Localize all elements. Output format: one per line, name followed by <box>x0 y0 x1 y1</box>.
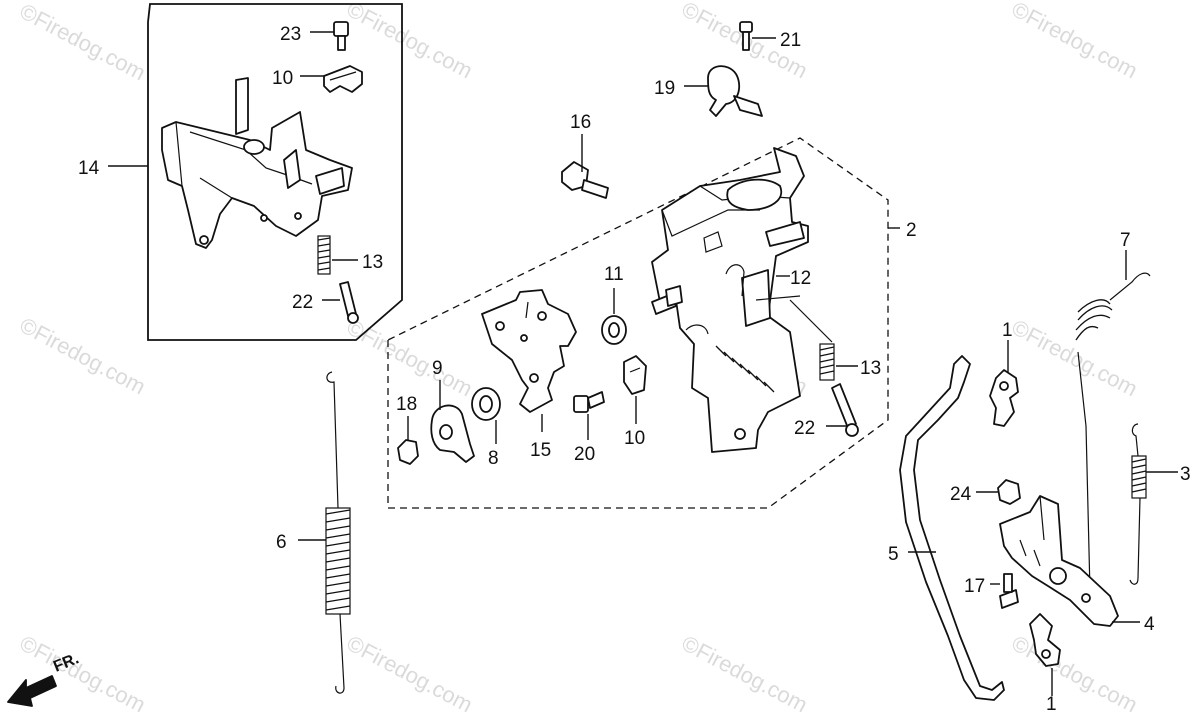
part-number-20[interactable]: 20 <box>574 444 595 465</box>
part-number-6[interactable]: 6 <box>276 532 287 553</box>
part-number-17[interactable]: 17 <box>964 576 985 597</box>
part-number-7[interactable]: 7 <box>1120 230 1131 251</box>
watermark: ©Firedog.com <box>678 630 812 712</box>
spring-13-left <box>317 235 331 275</box>
cam-9 <box>430 404 475 463</box>
part-number-21[interactable]: 21 <box>780 30 801 51</box>
part-number-9[interactable]: 9 <box>432 358 443 379</box>
part-number-5[interactable]: 5 <box>888 544 899 565</box>
watermark: ©Firedog.com <box>1008 0 1142 83</box>
bolt-17 <box>999 573 1019 609</box>
watermark: ©Firedog.com <box>343 630 477 712</box>
control-panel-2 <box>651 147 833 453</box>
joint-1-lower <box>1029 613 1061 667</box>
watermark: ©Firedog.com <box>1008 314 1142 401</box>
part-number-11[interactable]: 11 <box>604 264 624 285</box>
part-number-8[interactable]: 8 <box>488 448 499 469</box>
part-number-3[interactable]: 3 <box>1180 464 1191 485</box>
watermark: ©Firedog.com <box>16 312 150 399</box>
nut-24 <box>997 479 1021 505</box>
part-labels: 23 10 14 13 22 19 21 16 2 12 11 13 22 9 … <box>78 24 1191 712</box>
leader-lines <box>108 31 1178 696</box>
part-number-4[interactable]: 4 <box>1144 614 1155 635</box>
bolt-22-right <box>831 383 859 437</box>
rod-5 <box>899 355 1005 701</box>
part-number-10[interactable]: 10 <box>624 428 645 449</box>
part-number-23[interactable]: 23 <box>280 24 301 45</box>
watermark: ©Firedog.com <box>1008 630 1142 712</box>
nut-18 <box>397 439 419 465</box>
clip-10-panel <box>623 355 647 395</box>
part-number-12[interactable]: 12 <box>790 268 811 289</box>
bolt-23 <box>333 21 349 51</box>
clip-10-top <box>323 65 363 93</box>
washer-11 <box>601 315 627 345</box>
watermark: ©Firedog.com <box>16 0 150 85</box>
part-number-2[interactable]: 2 <box>906 220 917 241</box>
part-number-19[interactable]: 19 <box>654 78 675 99</box>
arm-4 <box>999 495 1119 627</box>
watermark: ©Firedog.com <box>16 630 150 712</box>
watermark: ©Firedog.com <box>343 0 477 83</box>
part-number-13[interactable]: 13 <box>362 252 383 273</box>
part-number-22[interactable]: 22 <box>292 292 313 313</box>
part-number-24[interactable]: 24 <box>950 484 972 505</box>
clamp-19 <box>707 65 763 117</box>
spring-6 <box>325 371 351 694</box>
bolt-20 <box>573 391 605 413</box>
group-frame-panel <box>387 137 889 509</box>
bolt-16 <box>561 161 609 199</box>
plate-15 <box>481 289 577 413</box>
part-number-18[interactable]: 18 <box>396 394 417 415</box>
washer-8 <box>471 387 501 421</box>
part-number-14[interactable]: 14 <box>78 158 100 179</box>
spring-13-right <box>819 343 835 381</box>
group-frame-bracket <box>147 3 403 341</box>
part-number-1[interactable]: 1 <box>1046 694 1057 712</box>
bracket-assembly-14 <box>161 77 353 249</box>
part-number-1[interactable]: 1 <box>1002 320 1013 341</box>
part-number-10[interactable]: 10 <box>272 68 293 89</box>
watermark-layer: ©Firedog.com ©Firedog.com ©Firedog.com ©… <box>16 0 1142 712</box>
spring-3 <box>1129 423 1147 585</box>
part-number-15[interactable]: 15 <box>530 440 551 461</box>
arrow-icon <box>7 675 57 707</box>
part-number-16[interactable]: 16 <box>570 112 591 133</box>
joint-1-upper <box>989 369 1019 427</box>
watermark: ©Firedog.com <box>343 314 477 401</box>
part-number-22[interactable]: 22 <box>794 418 815 439</box>
part-number-13[interactable]: 13 <box>860 358 881 379</box>
bolt-21 <box>739 21 753 51</box>
bolt-22-left <box>339 281 359 324</box>
